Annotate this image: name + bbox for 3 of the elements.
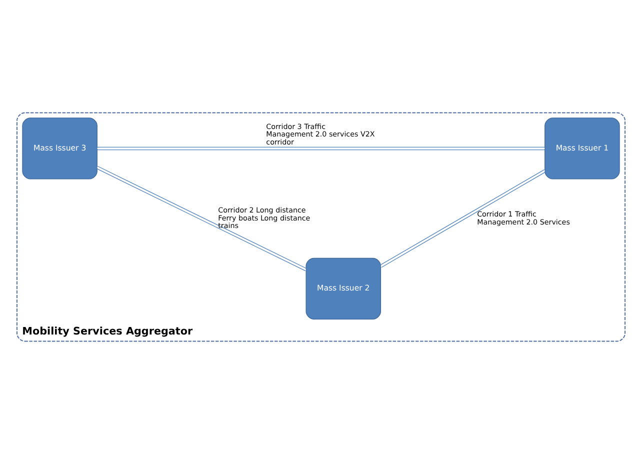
connector	[380, 168, 546, 268]
connector	[96, 146, 546, 150]
connector	[96, 165, 307, 271]
